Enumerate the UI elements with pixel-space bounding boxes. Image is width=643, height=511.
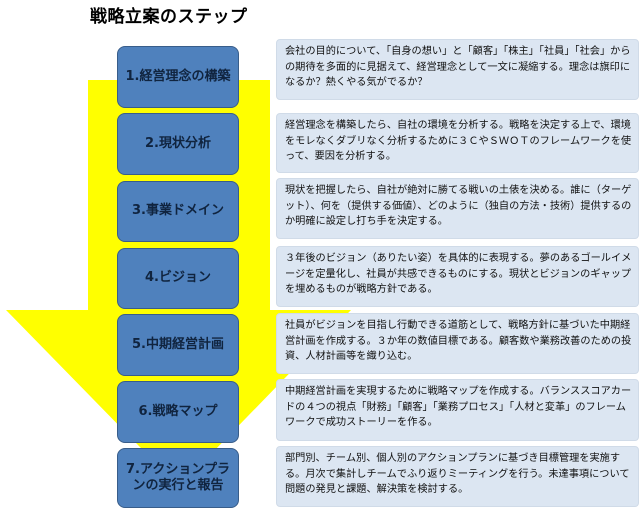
step-6-box: 6.戦略マップ — [117, 381, 239, 443]
step-7-description: 部門別、チーム別、個人別のアクションプランに基づき目標管理を実施する。月次で集計… — [276, 446, 639, 507]
step-3-label: 3.事業ドメイン — [132, 203, 224, 219]
step-7-label: 7.アクションプランの実行と報告 — [126, 461, 230, 493]
step-3-box: 3.事業ドメイン — [117, 181, 239, 242]
step-2-box: 2.現状分析 — [117, 113, 239, 175]
step-5-box: 5.中期経営計画 — [117, 314, 239, 376]
step-4-box: 4.ビジョン — [117, 248, 239, 309]
step-2-label: 2.現状分析 — [145, 135, 211, 151]
step-3-description: 現状を把握したら、自社が絶対に勝てる戦いの土俵を決める。誰に（ターゲット）、何を… — [276, 178, 639, 239]
step-5-description: 社員がビジョンを目指し行動できる道筋として、戦略方針に基づいた中期経営計画を作成… — [276, 313, 639, 374]
step-2-description: 経営理念を構築したら、自社の環境を分析する。戦略を決定する上で、環境をモレなくダ… — [276, 113, 639, 173]
step-6-description: 中期経営計画を実現するために戦略マップを作成する。バランススコアカードの４つの視… — [276, 379, 639, 441]
step-5-label: 5.中期経営計画 — [132, 336, 224, 352]
step-4-label: 4.ビジョン — [145, 270, 211, 286]
step-6-label: 6.戦略マップ — [138, 403, 218, 419]
step-1-description: 会社の目的について、「自身の想い」と「顧客」「株主」「社員」「社会」からの期待を… — [276, 39, 639, 100]
step-1-label: 1.経営理念の構築 — [125, 68, 231, 84]
step-4-description: ３年後のビジョン（ありたい姿）を具体的に表現する。夢のあるゴールイメージを定量化… — [276, 246, 639, 307]
step-7-box: 7.アクションプランの実行と報告 — [117, 448, 239, 508]
step-1-box: 1.経営理念の構築 — [117, 46, 239, 108]
page-title: 戦略立案のステップ — [90, 7, 248, 27]
